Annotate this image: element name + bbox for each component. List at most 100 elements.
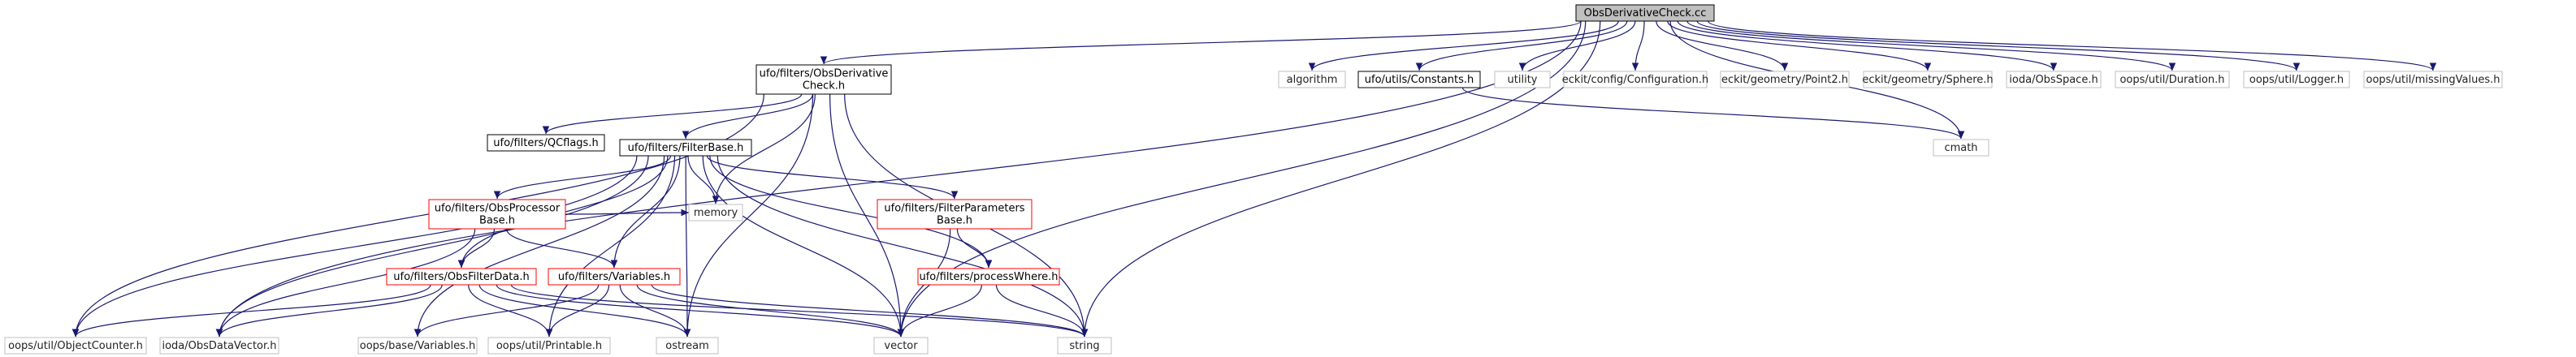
node-label-obsderivh: ufo/filters/ObsDerivative	[760, 68, 889, 80]
edge-root-to-obsderivh	[820, 20, 1582, 65]
edge-root-to-utility	[1518, 20, 1636, 71]
node-objcounter: oops/util/ObjectCounter.h	[4, 337, 147, 355]
node-box-missing	[2363, 71, 2503, 88]
edge-obsderivh-to-memory	[712, 93, 816, 204]
node-filterbase[interactable]: ufo/filters/FilterBase.h	[619, 139, 752, 157]
node-missing: oops/util/missingValues.h	[2363, 71, 2503, 88]
edge-root-to-algorithm	[1308, 20, 1619, 71]
node-box-root	[1575, 4, 1715, 22]
edge-obsderivh-to-ostream	[683, 93, 814, 338]
node-config: eckit/config/Configuration.h	[1562, 71, 1708, 88]
edge-filterbase-to-vector	[702, 155, 905, 338]
node-point2: eckit/geometry/Point2.h	[1720, 71, 1850, 88]
node-label-point2: eckit/geometry/Point2.h	[1721, 74, 1848, 86]
node-label-obsproc: Base.h	[479, 215, 515, 227]
edge-filterbase-to-objcounter	[71, 155, 638, 338]
edge-obsderivh-to-qcflags	[542, 93, 803, 135]
node-label-logger: oops/util/Logger.h	[2249, 74, 2344, 86]
node-label-basevars: oops/base/Variables.h	[360, 340, 475, 352]
edge-processwhere-to-vector	[897, 284, 982, 338]
node-layer: ObsDerivativeCheck.cc ufo/filters/ObsDeri…	[4, 4, 2503, 355]
node-qcflags[interactable]: ufo/filters/QCflags.h	[487, 134, 605, 152]
edge-root-to-obsspace	[1677, 20, 2058, 71]
node-box-ostream	[656, 337, 719, 355]
node-label-processwhere: ufo/filters/processWhere.h	[919, 271, 1058, 283]
node-cmath: cmath	[1933, 139, 1989, 157]
node-label-duration: oops/util/Duration.h	[2119, 74, 2224, 86]
edge-obsfilterdata-to-datavector	[215, 284, 443, 338]
node-variables[interactable]: ufo/filters/Variables.h	[548, 268, 681, 286]
edge-variables-to-printable	[545, 284, 610, 338]
edge-filterbase-to-memory	[687, 155, 720, 204]
node-obsspace: ioda/ObsSpace.h	[2006, 71, 2102, 88]
node-box-variables	[548, 268, 681, 286]
edge-variables-to-ostream	[619, 284, 691, 338]
edge-filterparams-to-processwhere	[956, 228, 993, 269]
edge-root-to-duration	[1686, 20, 2176, 71]
node-label-obsspace: ioda/ObsSpace.h	[2009, 74, 2098, 86]
edge-filterbase-to-datavector	[215, 155, 649, 338]
node-logger: oops/util/Logger.h	[2243, 71, 2350, 88]
node-processwhere[interactable]: ufo/filters/processWhere.h	[917, 268, 1060, 286]
edge-filterbase-to-filterparams	[706, 155, 959, 200]
edge-obsderivh-to-filterbase	[682, 93, 813, 140]
edge-root-to-sphere	[1667, 20, 1932, 71]
node-label-filterbase: ufo/filters/FilterBase.h	[628, 142, 744, 154]
node-box-obsderivh	[755, 64, 892, 95]
node-box-cmath	[1933, 139, 1989, 157]
edge-root-to-vector	[897, 20, 1587, 338]
node-memory: memory	[688, 204, 743, 222]
node-constants[interactable]: ufo/utils/Constants.h	[1357, 71, 1481, 88]
node-label-printable: oops/util/Printable.h	[496, 340, 602, 352]
node-utility: utility	[1494, 71, 1551, 88]
node-printable: oops/util/Printable.h	[487, 337, 611, 355]
node-box-utility	[1494, 71, 1551, 88]
node-datavector: ioda/ObsDataVector.h	[159, 337, 279, 355]
node-box-objcounter	[4, 337, 147, 355]
edge-layer	[71, 20, 2437, 338]
node-label-root: ObsDerivativeCheck.cc	[1584, 7, 1707, 19]
node-box-obsfilterdata	[386, 268, 537, 286]
node-box-processwhere	[917, 268, 1060, 286]
node-sphere: eckit/geometry/Sphere.h	[1862, 71, 1994, 88]
node-root[interactable]: ObsDerivativeCheck.cc	[1575, 4, 1715, 22]
node-box-sphere	[1863, 71, 1993, 88]
edge-root-to-logger	[1696, 20, 2301, 71]
edge-root-to-config	[1631, 20, 1645, 71]
edge-root-to-constants	[1415, 20, 1628, 71]
node-box-obsspace	[2006, 71, 2102, 88]
node-box-vector	[873, 337, 929, 355]
node-label-algorithm: algorithm	[1287, 74, 1338, 86]
node-obsderivh[interactable]: ufo/filters/ObsDerivativeCheck.h	[755, 64, 892, 95]
edge-obsfilterdata-to-ostream	[478, 284, 691, 338]
node-duration: oops/util/Duration.h	[2115, 71, 2230, 88]
edge-variables-to-vector	[636, 284, 905, 338]
node-box-filterbase	[619, 139, 752, 157]
node-label-ostream: ostream	[665, 340, 709, 352]
edge-obsderivh-to-objcounter	[71, 93, 764, 338]
edge-filterbase-to-obsproc	[493, 155, 672, 200]
edge-variables-to-string	[651, 284, 1089, 338]
node-obsfilterdata[interactable]: ufo/filters/ObsFilterData.h	[386, 268, 537, 286]
node-label-config: eckit/config/Configuration.h	[1562, 74, 1708, 86]
node-label-objcounter: oops/util/ObjectCounter.h	[8, 340, 143, 352]
node-label-constants: ufo/utils/Constants.h	[1365, 74, 1474, 86]
edge-obsproc-to-obsfilterdata	[457, 228, 496, 269]
node-box-constants	[1357, 71, 1481, 88]
edge-obsfilterdata-to-vector	[496, 284, 905, 338]
node-box-duration	[2115, 71, 2230, 88]
node-box-printable	[487, 337, 611, 355]
node-vector: vector	[873, 337, 929, 355]
node-box-qcflags	[487, 134, 605, 152]
edge-filterbase-to-string	[717, 155, 1089, 338]
node-ostream: ostream	[656, 337, 719, 355]
node-box-obsproc	[428, 199, 566, 230]
node-label-missing: oops/util/missingValues.h	[2366, 74, 2500, 86]
edge-filterbase-to-printable	[545, 155, 676, 338]
node-label-filterparams: Base.h	[937, 215, 972, 227]
node-label-filterparams: ufo/filters/FilterParameters	[884, 203, 1024, 215]
edge-root-to-point2	[1656, 20, 1789, 71]
